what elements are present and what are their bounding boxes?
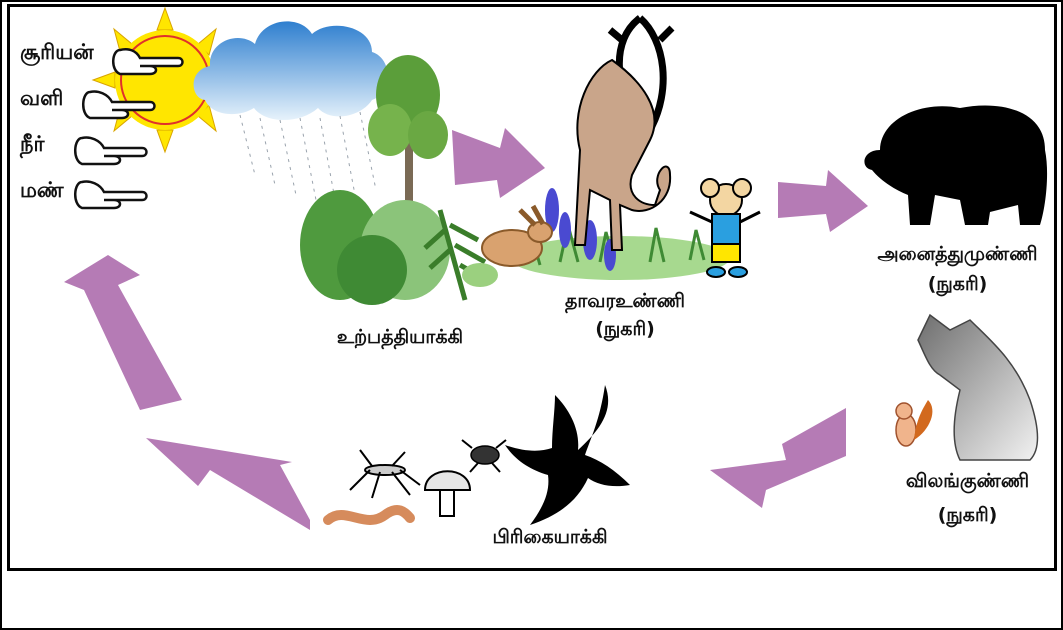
pointing-hand-icon-3 [75, 137, 146, 164]
herbivore-label: தாவரஉண்ணி [545, 290, 705, 315]
soil-label: மண் [20, 178, 64, 205]
mushroom-illustration [425, 471, 470, 516]
pointing-hand-icon-4 [75, 181, 146, 208]
arrow-carnivore-to-decomposer [710, 408, 846, 508]
bird-illustration [505, 385, 630, 525]
mosquito-illustration [350, 450, 420, 498]
water-label: நீர் [20, 132, 44, 159]
decomposer-label: பிரிகையாக்கி [460, 526, 640, 551]
deer-illustration [575, 18, 672, 250]
producer-label: உற்பத்தியாக்கி [300, 326, 500, 351]
arrow-decomposer-to-elements-lower [146, 438, 310, 530]
arrow-producer-to-herbivore [452, 128, 545, 198]
cloud-icon [194, 21, 388, 120]
herbivore-sublabel: (நுகரி) [545, 318, 705, 343]
carnivore-sublabel: (நுகரி) [880, 504, 1055, 529]
arrow-herbivore-to-omnivore [778, 170, 868, 232]
bear-illustration [864, 105, 1047, 225]
air-label: வளி [20, 86, 63, 113]
beetle-illustration [462, 440, 506, 472]
squirrel-illustration [896, 400, 932, 446]
wolf-illustration [918, 315, 1038, 460]
rain-icon [240, 112, 376, 205]
omnivore-label: அனைத்துமுண்ணி [860, 243, 1055, 268]
worm-illustration [328, 510, 410, 520]
sun-label: சூரியன் [20, 40, 94, 67]
omnivore-sublabel: (நுகரி) [860, 273, 1055, 298]
arrow-decomposer-to-elements-upper [64, 255, 182, 410]
carnivore-label: விலங்குண்ணி [880, 470, 1055, 495]
